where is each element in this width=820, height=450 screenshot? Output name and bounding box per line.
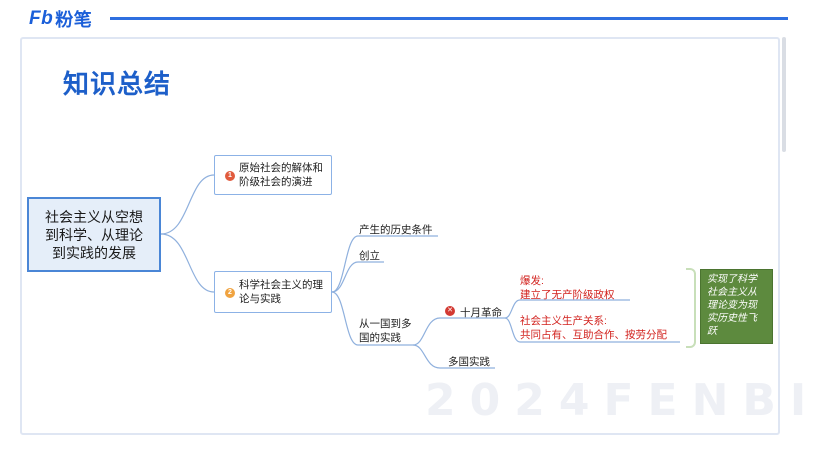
header-rule (110, 17, 788, 20)
connector-practice-multi (412, 344, 495, 369)
conclusion-bracket (686, 268, 696, 348)
leaf-historical-conditions[interactable]: 产生的历史条件 (359, 224, 433, 236)
conclusion-box[interactable]: 实现了科学社会主义从理论变为现实历史性飞跃 (700, 269, 773, 344)
logo-chinese: 粉笔 (55, 10, 93, 30)
connector-root-branch1 (160, 174, 215, 235)
branch-primitive-society[interactable]: 原始社会的解体和阶级社会的演进 (214, 155, 332, 195)
logo-latin: Fb (29, 8, 54, 29)
leaf-multi-country-practice[interactable]: 多国实践 (448, 356, 490, 368)
fenbi-logo: Fb 粉笔 (29, 8, 92, 30)
connector-branch2-conditions (331, 235, 438, 293)
leaf-october-revolution[interactable]: 十月革命 (460, 307, 502, 319)
close-icon: ✕ (445, 306, 455, 316)
connector-branch2-founding (331, 261, 384, 293)
connector-branch2-practice (331, 291, 413, 346)
mindmap-root[interactable]: 社会主义从空想到科学、从理论到实践的发展 (27, 197, 161, 272)
connector-october-outbreak (504, 299, 630, 319)
connector-root-branch2 (160, 233, 215, 293)
mindmap-connectors (160, 174, 680, 369)
scrollbar[interactable] (782, 37, 786, 152)
number-badge-2: 2 (225, 288, 235, 298)
number-badge-1: 1 (225, 171, 235, 181)
leaf-one-to-many-countries[interactable]: 从一国到多国的实践 (359, 318, 412, 344)
relations-title: 社会主义生产关系: (520, 315, 607, 327)
outbreak-title: 爆发: (520, 275, 544, 287)
page-title: 知识总结 (63, 69, 172, 99)
watermark: 2024FENBI (425, 375, 820, 426)
connector-practice-october (412, 317, 505, 346)
leaf-founding[interactable]: 创立 (359, 250, 380, 262)
relations-body: 共同占有、互助合作、按劳分配 (520, 329, 667, 341)
outbreak-body: 建立了无产阶级政权 (520, 289, 615, 301)
connector-october-relations (504, 317, 680, 343)
